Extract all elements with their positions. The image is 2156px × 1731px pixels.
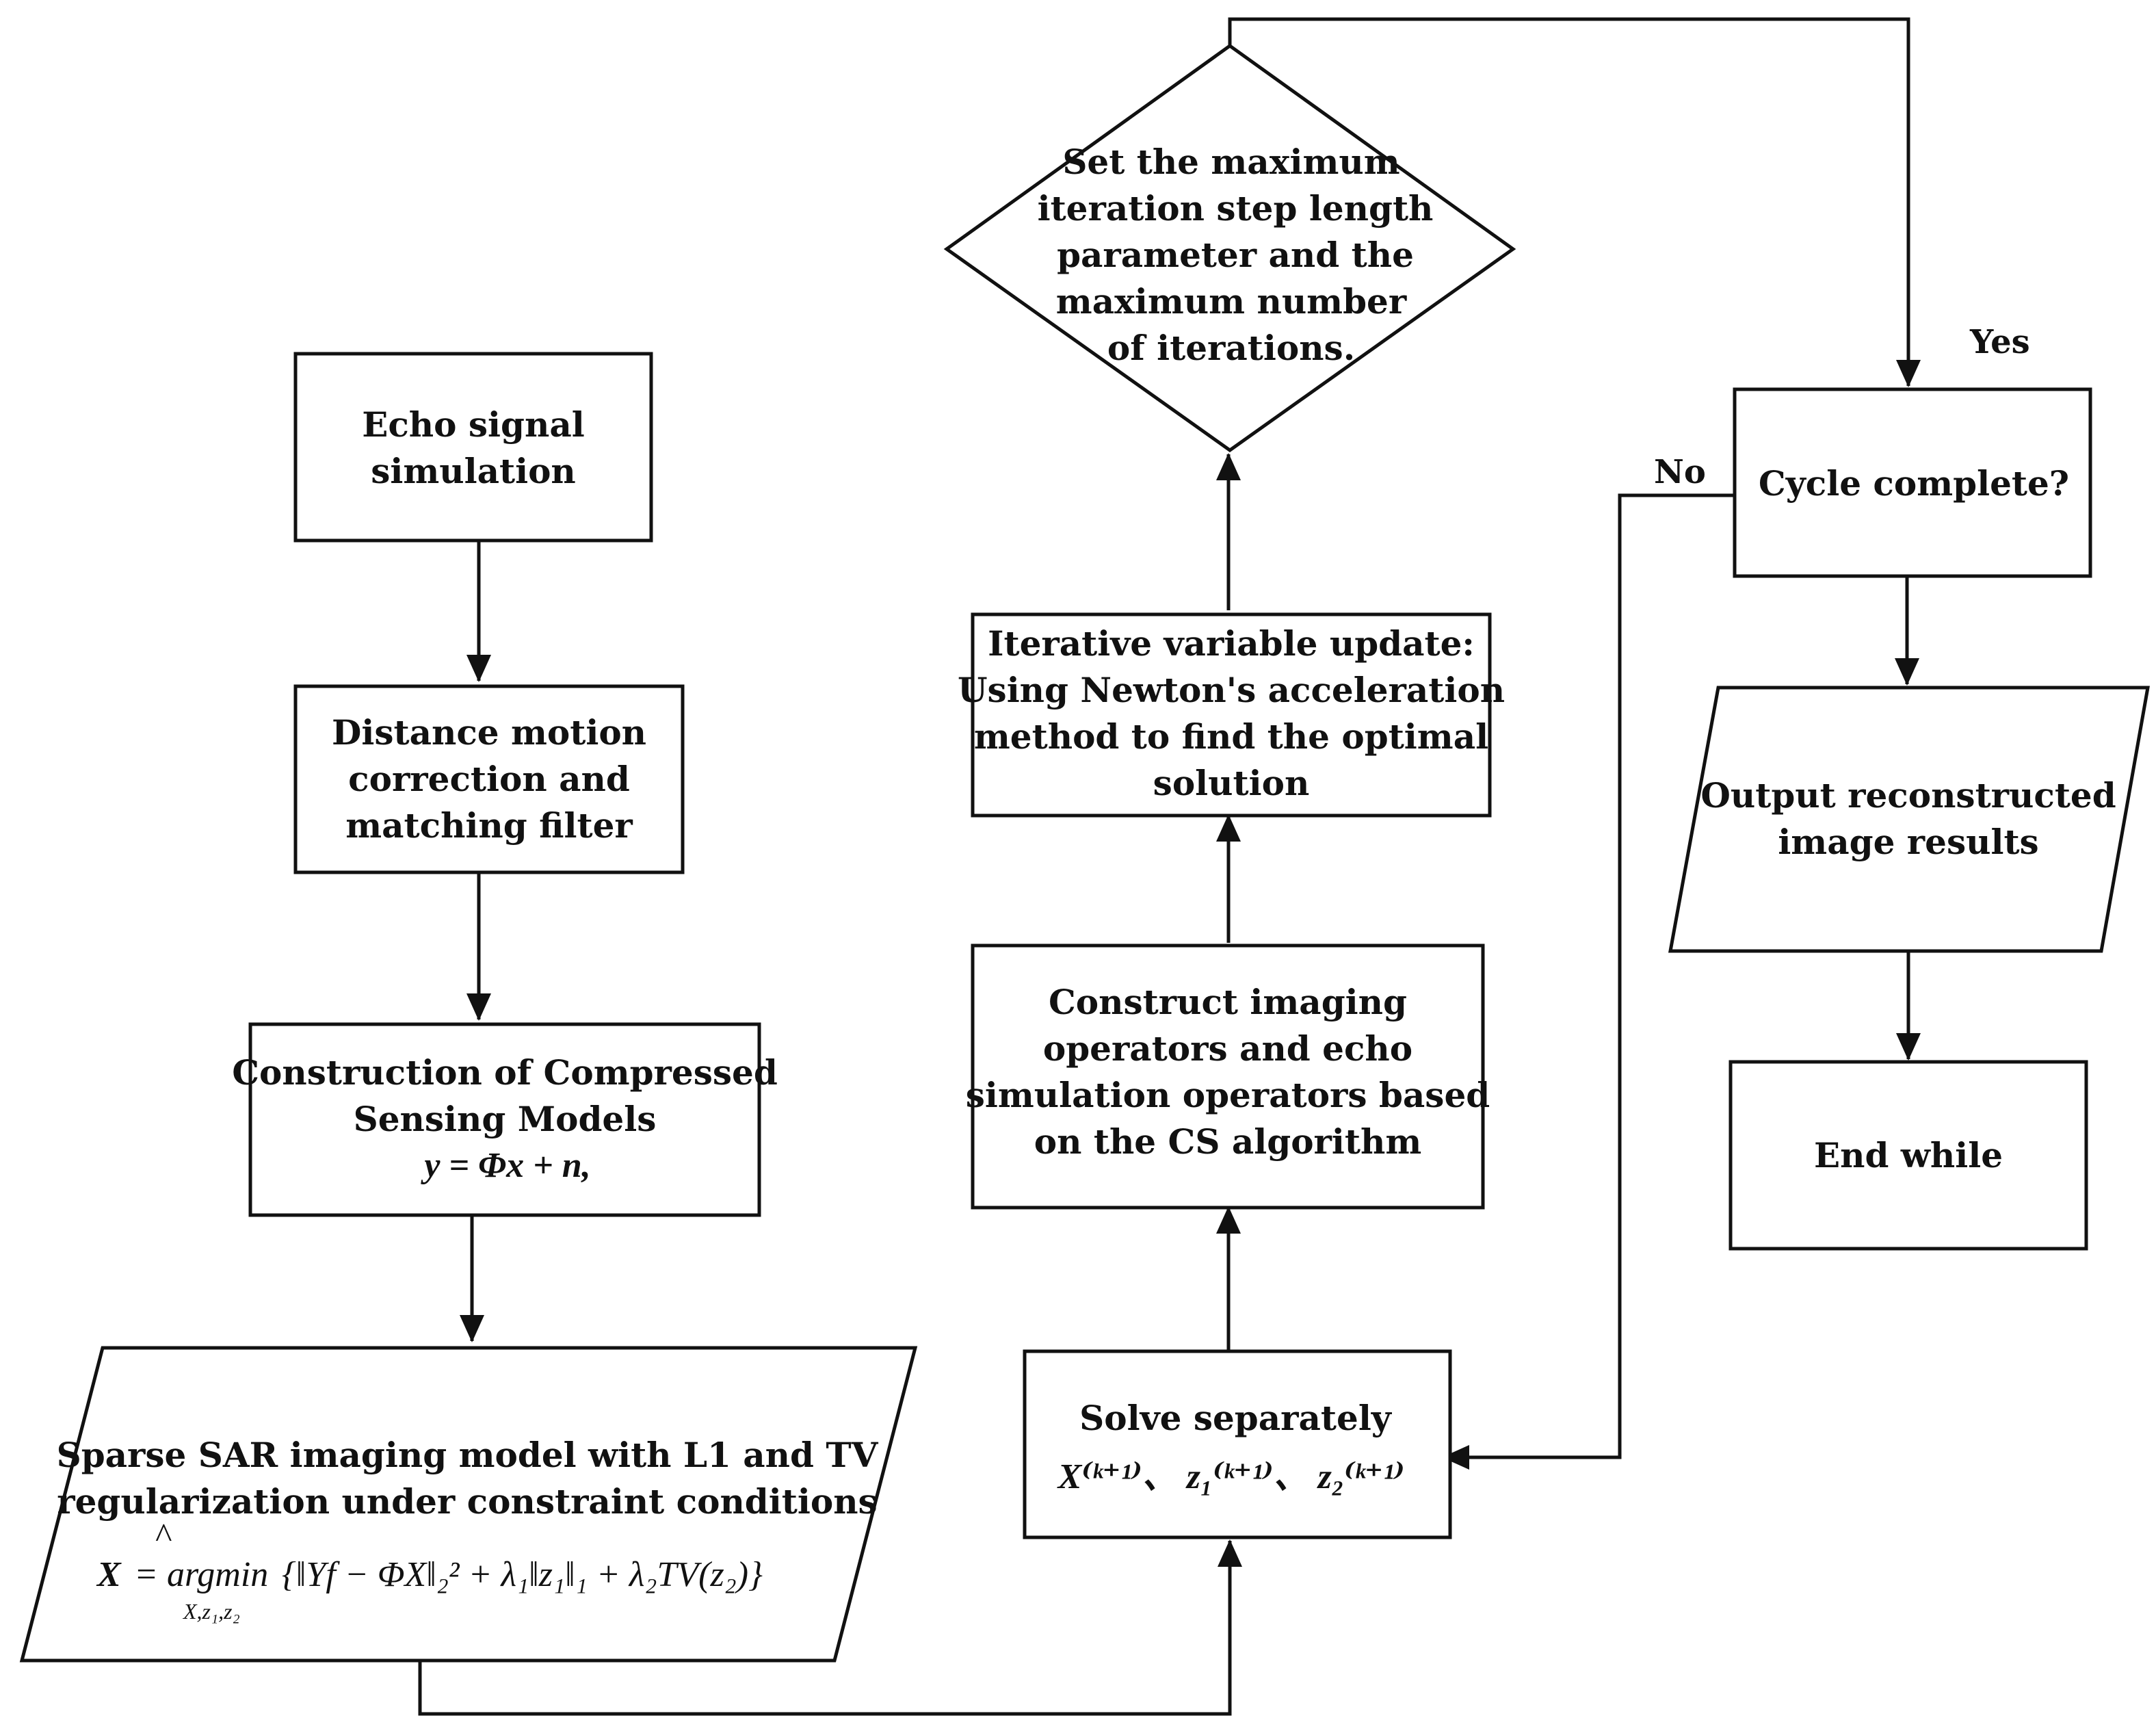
sparse-formula-hat: ^: [155, 1517, 172, 1556]
compressed-formula: y = Φx + n,: [420, 1146, 590, 1185]
setmax-line-1: Set the maximum: [1062, 142, 1399, 182]
setmax-line-3: parameter and the: [1057, 235, 1414, 275]
sparse-formula-body: {‖Yf − ΦX‖₂² + λ₁‖z₁‖₁ + λ₂TV(z₂)}: [282, 1555, 763, 1594]
node-cycle-complete: Cycle complete?: [1733, 387, 2092, 578]
iterative-line-3: method to find the optimal: [974, 716, 1488, 757]
compressed-line-2: Sensing Models: [354, 1099, 657, 1139]
sparse-formula: ^ X = argmin X,z₁,z₂ {‖Yf − ΦX‖₂² + λ₁‖z…: [96, 1517, 763, 1624]
sparse-formula-lhs: X: [96, 1555, 122, 1594]
node-compressed-sensing-model: Construction of Compressed Sensing Model…: [232, 1022, 778, 1217]
construct-line-2: operators and echo: [1043, 1028, 1412, 1069]
distance-line-1: Distance motion: [332, 712, 646, 753]
output-line-2: image results: [1778, 822, 2038, 862]
sparse-formula-argmin: argmin: [167, 1555, 268, 1594]
distance-line-2: correction and: [348, 759, 630, 799]
iterative-line-4: solution: [1153, 763, 1310, 803]
setmax-line-2: iteration step length: [1038, 188, 1434, 229]
solve-line-1: Solve separately: [1079, 1398, 1393, 1438]
echo-line-2: simulation: [371, 451, 576, 491]
construct-line-3: simulation operators based: [966, 1075, 1490, 1115]
node-sparse-sar-model: Sparse SAR imaging model with L1 and TV …: [19, 1346, 918, 1663]
construct-line-1: Construct imaging: [1049, 982, 1407, 1022]
sparse-formula-under: X,z₁,z₂: [182, 1599, 240, 1624]
end-line-1: End while: [1814, 1135, 2003, 1175]
node-echo-signal-simulation: Echo signal simulation: [293, 352, 653, 543]
node-end-while: End while: [1728, 1060, 2088, 1251]
echo-line-1: Echo signal: [362, 404, 585, 445]
output-line-1: Output reconstructed: [1700, 775, 2116, 816]
cycle-line-1: Cycle complete?: [1759, 463, 2069, 504]
solve-formula: X⁽ᵏ⁺¹⁾、 z₁⁽ᵏ⁺¹⁾、 z₂⁽ᵏ⁺¹⁾: [1057, 1457, 1405, 1496]
compressed-line-1: Construction of Compressed: [232, 1052, 778, 1093]
label-no: No: [1654, 453, 1706, 491]
distance-line-3: matching filter: [345, 805, 633, 846]
node-distance-motion-correction: Distance motion correction and matching …: [293, 684, 685, 874]
arrow-setmax-to-cycle: [1228, 17, 1921, 387]
node-output-results: Output reconstructed image results: [1668, 686, 2150, 953]
construct-line-4: on the CS algorithm: [1034, 1121, 1421, 1162]
setmax-line-5: of iterations.: [1107, 328, 1355, 368]
sparse-line-1: Sparse SAR imaging model with L1 and TV: [57, 1435, 879, 1475]
label-yes: Yes: [1969, 323, 2030, 361]
node-iterative-variable-update: Iterative variable update: Using Newton'…: [958, 612, 1505, 818]
sparse-line-2: regularization under constraint conditio…: [57, 1481, 877, 1522]
arrow-sparse-to-solve: [418, 1539, 1242, 1716]
node-solve-separately: Solve separately X⁽ᵏ⁺¹⁾、 z₁⁽ᵏ⁺¹⁾、 z₂⁽ᵏ⁺¹…: [1023, 1349, 1452, 1539]
iterative-line-1: Iterative variable update:: [988, 623, 1475, 664]
sparse-formula-eq: =: [134, 1555, 158, 1594]
iterative-line-2: Using Newton's acceleration: [958, 670, 1505, 710]
node-construct-imaging-operators: Construct imaging operators and echo sim…: [966, 943, 1490, 1210]
arrow-cycle-no-to-solve: [1442, 493, 1735, 1470]
setmax-line-4: maximum number: [1056, 281, 1407, 322]
node-set-maximum-diamond: Set the maximum iteration step length pa…: [943, 43, 1516, 453]
